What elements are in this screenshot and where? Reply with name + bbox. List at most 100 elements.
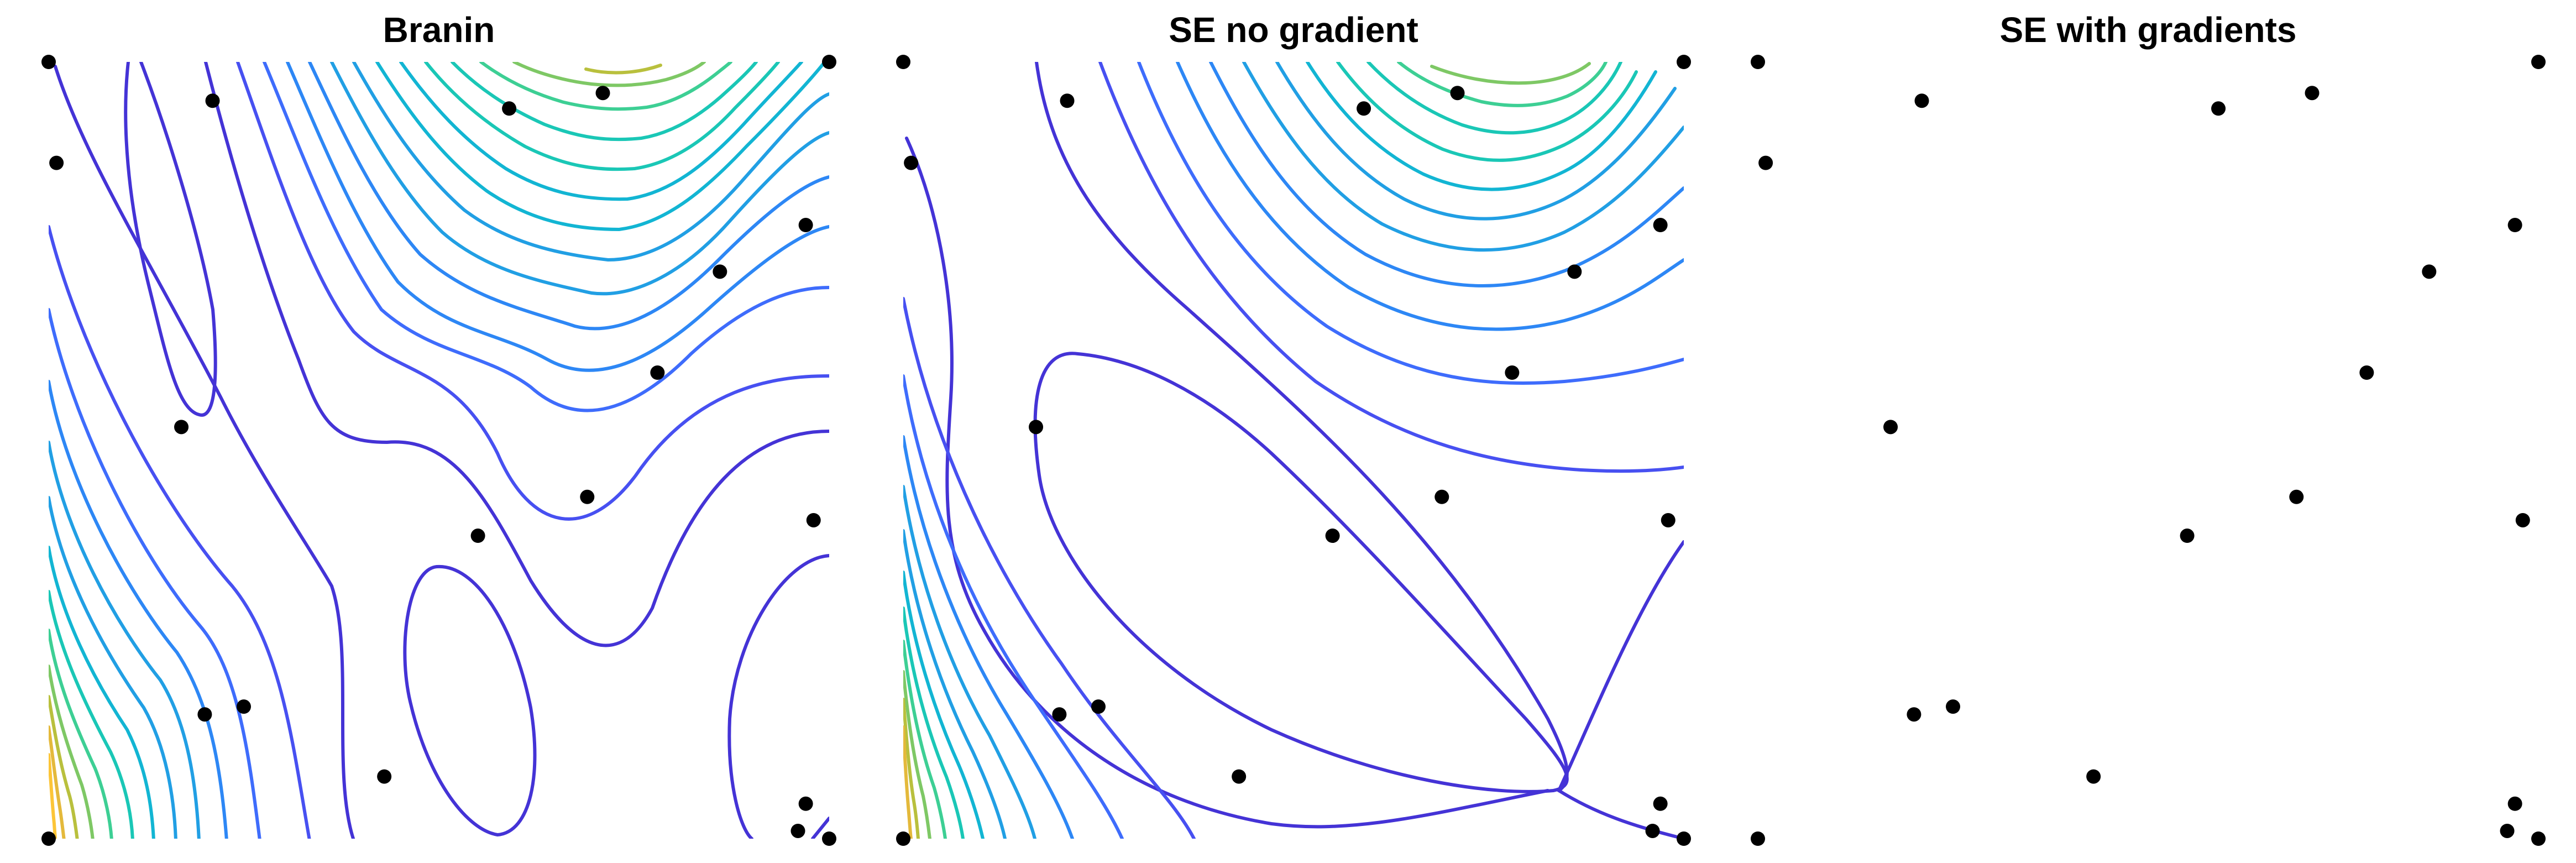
data-point bbox=[41, 831, 56, 846]
data-point bbox=[1434, 489, 1449, 504]
contour-line bbox=[903, 640, 947, 839]
data-point bbox=[2507, 218, 2522, 233]
data-points bbox=[896, 55, 1691, 846]
data-point bbox=[2422, 264, 2437, 279]
contour-line bbox=[1430, 62, 1591, 85]
data-point bbox=[1751, 831, 1765, 846]
data-point bbox=[1677, 55, 1691, 69]
data-point bbox=[377, 769, 392, 784]
data-point bbox=[650, 365, 665, 380]
contour-line bbox=[903, 725, 913, 839]
contour-line bbox=[1758, 442, 1908, 840]
data-point bbox=[806, 512, 821, 527]
data-point bbox=[1450, 86, 1465, 101]
data-point bbox=[502, 101, 517, 116]
data-points bbox=[41, 55, 836, 846]
panel-se-with-gradients: SE with gradients bbox=[1751, 10, 2546, 846]
contour-line bbox=[49, 629, 113, 839]
contour-line bbox=[1758, 310, 1969, 840]
contour-line bbox=[403, 564, 537, 837]
contour-line bbox=[49, 546, 155, 839]
contour-line bbox=[1242, 62, 1684, 252]
contour-line bbox=[584, 64, 662, 75]
contour-line bbox=[49, 665, 95, 839]
data-point bbox=[1653, 796, 1668, 811]
contour-line bbox=[1306, 62, 1657, 191]
contour-line bbox=[1758, 697, 1787, 840]
data-point bbox=[1653, 218, 1668, 233]
contour-line bbox=[903, 529, 1007, 839]
data-point bbox=[822, 55, 836, 69]
contour-line bbox=[49, 308, 261, 839]
contour-line bbox=[1275, 62, 1677, 221]
contour-line bbox=[2110, 62, 2511, 199]
data-point bbox=[1232, 769, 1247, 784]
contour-line bbox=[49, 725, 66, 839]
data-point bbox=[1091, 699, 1106, 714]
contour-line bbox=[903, 485, 1036, 839]
contour-line bbox=[424, 62, 780, 171]
data-point bbox=[1029, 420, 1044, 435]
contour-line bbox=[236, 62, 829, 521]
data-point bbox=[896, 831, 910, 846]
contour-line bbox=[1835, 62, 1924, 415]
data-point bbox=[1677, 831, 1691, 846]
panel-se-no-gradient: SE no gradient bbox=[896, 10, 1691, 846]
data-point bbox=[470, 529, 485, 543]
contour-line bbox=[1947, 62, 2538, 519]
contour-line bbox=[263, 62, 829, 412]
contour-line bbox=[903, 571, 985, 839]
data-point bbox=[2500, 823, 2515, 838]
contour-line bbox=[2135, 62, 2488, 169]
data-point bbox=[197, 707, 212, 722]
contour-line bbox=[2190, 62, 2440, 109]
contour-line bbox=[1336, 62, 1638, 162]
contour-line bbox=[286, 62, 829, 372]
data-point bbox=[1060, 93, 1075, 108]
contour-line bbox=[49, 225, 311, 839]
data-point bbox=[790, 823, 805, 838]
contour-line bbox=[479, 62, 732, 111]
contour-line bbox=[903, 374, 1124, 839]
contour-line bbox=[49, 590, 134, 839]
contour-line bbox=[2295, 65, 2370, 72]
contour-line bbox=[811, 817, 829, 839]
contour-line bbox=[1209, 62, 1684, 287]
data-point bbox=[41, 55, 56, 69]
contour-line bbox=[49, 695, 79, 839]
contour-line bbox=[903, 670, 931, 839]
data-point bbox=[1883, 420, 1898, 435]
contour-line bbox=[451, 62, 758, 142]
data-point bbox=[904, 155, 919, 170]
data-point bbox=[1325, 529, 1340, 543]
data-point bbox=[2086, 769, 2101, 784]
contour-lines bbox=[903, 62, 1684, 839]
data-point bbox=[1052, 707, 1067, 722]
data-point bbox=[2180, 529, 2195, 543]
panel-title: SE with gradients bbox=[2000, 10, 2297, 50]
contour-line bbox=[49, 441, 201, 839]
contour-line bbox=[2161, 62, 2465, 139]
contour-line bbox=[903, 698, 920, 839]
data-point bbox=[1758, 155, 1773, 170]
data-point bbox=[896, 55, 910, 69]
panel-title: SE no gradient bbox=[1169, 10, 1418, 50]
contour-line bbox=[54, 65, 355, 839]
contour-line bbox=[1915, 62, 2538, 645]
data-point bbox=[1645, 823, 1660, 838]
contour-line bbox=[124, 62, 217, 417]
contour-line bbox=[375, 62, 826, 232]
contour-line bbox=[512, 62, 706, 87]
contour-line bbox=[905, 137, 1549, 829]
data-point bbox=[1751, 55, 1765, 69]
contour-line bbox=[2223, 62, 2413, 85]
data-point bbox=[1567, 264, 1582, 279]
contour-line bbox=[1397, 62, 1608, 107]
data-point bbox=[713, 264, 727, 279]
data-point bbox=[2507, 796, 2522, 811]
contour-line bbox=[2438, 556, 2538, 839]
contour-line bbox=[903, 297, 1196, 839]
panel-title: Branin bbox=[383, 10, 495, 50]
data-point bbox=[237, 699, 251, 714]
data-point bbox=[2305, 86, 2320, 101]
